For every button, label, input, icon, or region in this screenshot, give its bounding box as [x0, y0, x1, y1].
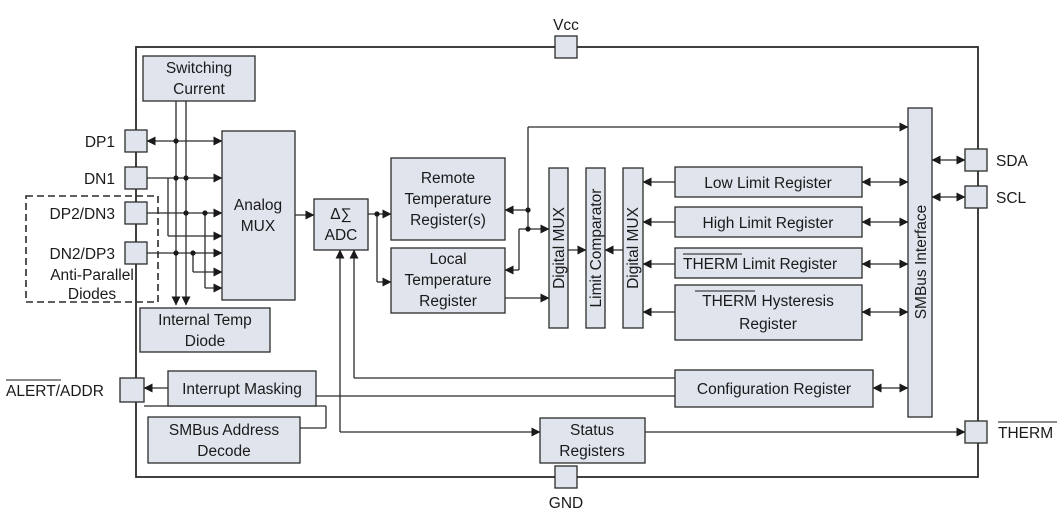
therm-hysteresis-register: THERM Hysteresis Register: [674, 284, 863, 341]
svg-text:Limit Comparator: Limit Comparator: [588, 189, 605, 308]
junction-dots: [173, 138, 531, 256]
svg-text:SDA: SDA: [996, 153, 1029, 170]
svg-text:Configuration Register: Configuration Register: [697, 381, 851, 398]
svg-text:Digital MUX: Digital MUX: [625, 206, 642, 288]
svg-text:Analog: Analog: [234, 197, 282, 214]
svg-text:Remote: Remote: [421, 170, 475, 187]
pin-sda: SDA: [964, 148, 1029, 172]
svg-text:THERM Limit Register: THERM Limit Register: [683, 256, 837, 273]
interrupt-masking: Interrupt Masking: [167, 370, 317, 407]
digital-mux-right: Digital MUX: [622, 167, 644, 329]
svg-text:Status: Status: [570, 422, 614, 439]
svg-text:MUX: MUX: [241, 218, 276, 235]
svg-text:High Limit Register: High Limit Register: [703, 215, 834, 232]
svg-text:Temperature: Temperature: [404, 191, 491, 208]
svg-text:Vcc: Vcc: [553, 17, 579, 34]
svg-text:THERM Hysteresis: THERM Hysteresis: [702, 293, 834, 310]
configuration-register: Configuration Register: [674, 369, 874, 408]
therm-limit-register: THERM Limit Register: [674, 247, 863, 279]
svg-text:DP2/DN3: DP2/DN3: [50, 206, 115, 223]
pin-gnd: GND: [549, 465, 583, 512]
anti-parallel-group: [25, 195, 159, 303]
low-limit-register: Low Limit Register: [674, 166, 863, 198]
svg-text:Register: Register: [419, 293, 477, 310]
pin-dn1: DN1: [84, 166, 148, 190]
smbus-interface: SMBus Interface: [907, 107, 933, 418]
remote-temp-register: Remote Temperature Register(s): [390, 157, 506, 241]
svg-text:Registers: Registers: [559, 443, 625, 460]
svg-text:ADC: ADC: [325, 227, 358, 244]
adc-block: Δ∑ ADC: [313, 198, 369, 251]
pin-dp1: DP1: [85, 129, 148, 153]
svg-text:Temperature: Temperature: [404, 272, 491, 289]
svg-text:Diode: Diode: [185, 333, 226, 350]
limit-comparator: Limit Comparator: [585, 167, 606, 329]
svg-text:Decode: Decode: [197, 443, 250, 460]
svg-text:Register: Register: [739, 316, 797, 333]
svg-text:SCL: SCL: [996, 190, 1027, 207]
svg-text:Current: Current: [173, 81, 225, 98]
svg-text:THERM: THERM: [998, 425, 1053, 442]
local-temp-register: Local Temperature Register: [390, 247, 506, 314]
svg-text:Local: Local: [429, 251, 466, 268]
anti-parallel-label: Anti-Parallel: [50, 267, 134, 284]
connections: [143, 101, 966, 437]
svg-text:DP1: DP1: [85, 134, 115, 151]
pin-scl: SCL: [964, 185, 1027, 209]
pin-therm: THERM: [964, 420, 1057, 444]
svg-text:Internal Temp: Internal Temp: [158, 312, 252, 329]
svg-text:Switching: Switching: [166, 60, 232, 77]
svg-text:Digital MUX: Digital MUX: [551, 206, 568, 288]
svg-text:SMBus Address: SMBus Address: [169, 422, 280, 439]
digital-mux-left: Digital MUX: [548, 167, 569, 329]
svg-text:SMBus Interface: SMBus Interface: [913, 205, 930, 320]
pin-dn2-dp3: DN2/DP3: [50, 241, 148, 265]
pin-dp2-dn3: DP2/DN3: [50, 201, 148, 225]
svg-text:Δ∑: Δ∑: [330, 206, 351, 223]
diodes-label: Diodes: [68, 286, 116, 303]
svg-text:GND: GND: [549, 495, 583, 512]
internal-temp-diode: Internal Temp Diode: [139, 307, 271, 353]
switching-current-block: Switching Current: [142, 55, 256, 102]
svg-text:DN1: DN1: [84, 171, 115, 188]
pin-alert-addr: ALERT/ADDR: [6, 377, 145, 403]
svg-text:DN2/DP3: DN2/DP3: [50, 246, 115, 263]
svg-text:Interrupt Masking: Interrupt Masking: [182, 381, 302, 398]
svg-text:Register(s): Register(s): [410, 212, 486, 229]
high-limit-register: High Limit Register: [674, 206, 863, 238]
analog-mux-block: Analog MUX: [221, 130, 296, 301]
svg-text:ALERT/ADDR: ALERT/ADDR: [6, 383, 104, 400]
svg-text:Low Limit Register: Low Limit Register: [704, 175, 832, 192]
smbus-address-decode: SMBus Address Decode: [147, 416, 301, 464]
pin-vcc: Vcc: [553, 17, 579, 59]
status-registers: Status Registers: [539, 417, 646, 464]
